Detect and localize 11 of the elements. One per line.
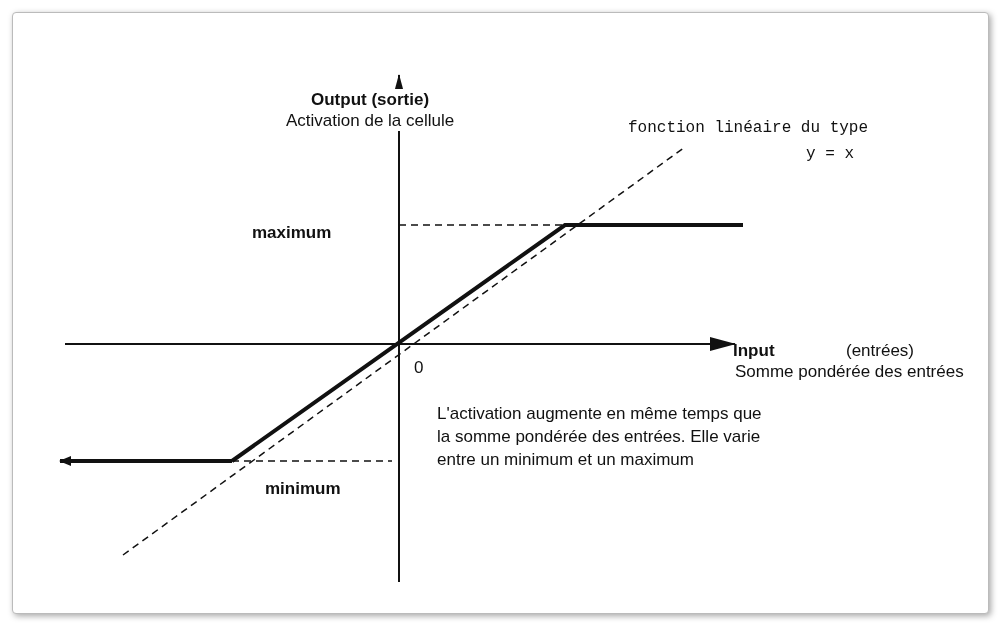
axis-subtitle: Somme pondérée des entrées <box>735 361 964 382</box>
origin-label: 0 <box>414 357 424 378</box>
axis-subtitle: (entrées) <box>846 340 915 361</box>
level-label: minimum <box>265 478 341 499</box>
axis-subtitle: Activation de la cellule <box>286 110 455 131</box>
axis-title: Output (sortie) <box>311 89 430 110</box>
formula-text: y = x <box>806 144 854 165</box>
description-text: L'activation augmente en même temps que la somme pondérée des entrées. Elle varie entre un minimum et un maximum <box>437 403 763 471</box>
level-label: maximum <box>252 222 332 243</box>
axis-title: Input <box>733 340 775 361</box>
annotation-text: fonction linéaire du type <box>628 118 869 139</box>
